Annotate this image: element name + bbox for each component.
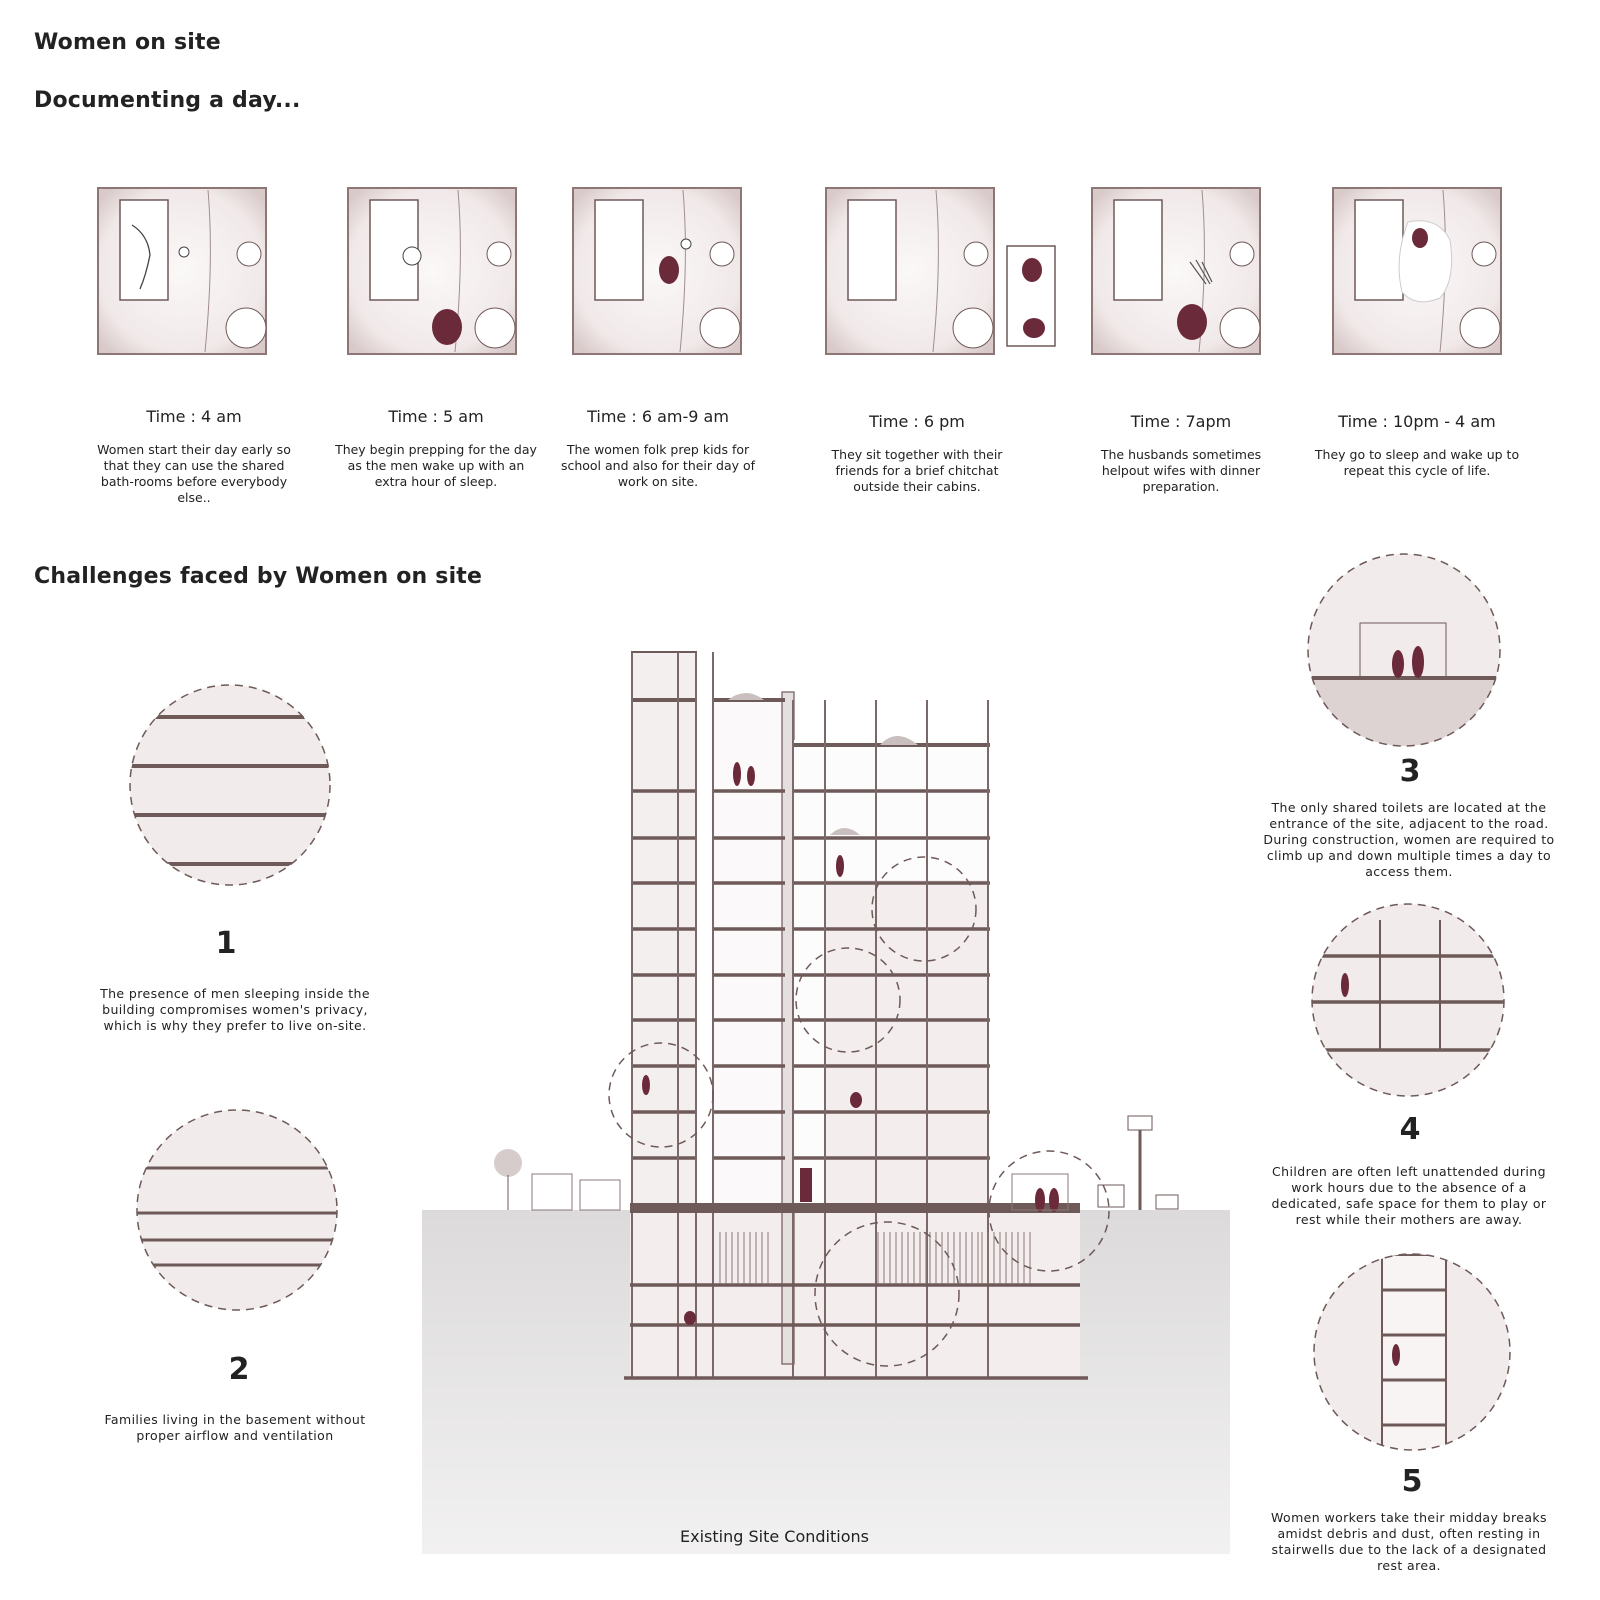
challenge-desc-4: Children are often left unattended durin…: [1271, 1164, 1547, 1227]
room-plan-6pm: [825, 187, 1056, 355]
time-label-4: Time : 6 pm: [869, 412, 965, 431]
challenge-circle-4: [1311, 903, 1505, 1097]
time-label-2: Time : 5 am: [388, 407, 484, 426]
time-label-1: Time : 4 am: [146, 407, 242, 426]
time-desc-4: They sit together with their friends for…: [831, 447, 1003, 494]
challenge-number-5: 5: [1401, 1464, 1423, 1499]
room-plan-6am-9am: [572, 187, 742, 355]
challenge-desc-5: Women workers take their midday breaks a…: [1271, 1510, 1547, 1573]
challenges-title: Challenges faced by Women on site: [34, 564, 483, 589]
daily-room-plans: [97, 187, 1502, 355]
challenge-number-2: 2: [228, 1352, 250, 1387]
room-plan-7pm: [1091, 187, 1261, 355]
time-label-5: Time : 7apm: [1130, 412, 1232, 431]
page-subtitle: Documenting a day...: [34, 88, 301, 113]
time-desc-5: The husbands sometimes helpout wifes wit…: [1100, 447, 1262, 494]
challenge-number-1: 1: [215, 926, 237, 961]
building-section: [422, 651, 1230, 1554]
time-desc-2: They begin prepping for the day as the m…: [335, 442, 537, 489]
challenge-number-4: 4: [1399, 1112, 1421, 1147]
room-plan-4am: [97, 187, 267, 355]
challenge-circle-3: [1307, 553, 1501, 747]
challenge-desc-3: The only shared toilets are located at t…: [1263, 800, 1555, 879]
time-label-3: Time : 6 am-9 am: [587, 407, 729, 426]
challenge-circle-1: [129, 684, 331, 886]
section-caption: Existing Site Conditions: [680, 1527, 869, 1546]
page-title: Women on site: [34, 30, 221, 55]
time-label-6: Time : 10pm - 4 am: [1338, 412, 1496, 431]
challenge-desc-2: Families living in the basement without …: [104, 1412, 366, 1443]
challenge-circle-2: [136, 1109, 338, 1311]
time-desc-3: The women folk prep kids for school and …: [560, 442, 756, 489]
time-desc-6: They go to sleep and wake up to repeat t…: [1314, 447, 1520, 478]
time-desc-1: Women start their day early so that they…: [97, 442, 291, 505]
challenge-number-3: 3: [1399, 754, 1421, 789]
challenge-circle-5: [1313, 1253, 1511, 1451]
room-plan-10pm-4am: [1332, 187, 1502, 355]
room-plan-5am: [347, 187, 517, 355]
challenge-desc-1: The presence of men sleeping inside the …: [100, 986, 370, 1033]
